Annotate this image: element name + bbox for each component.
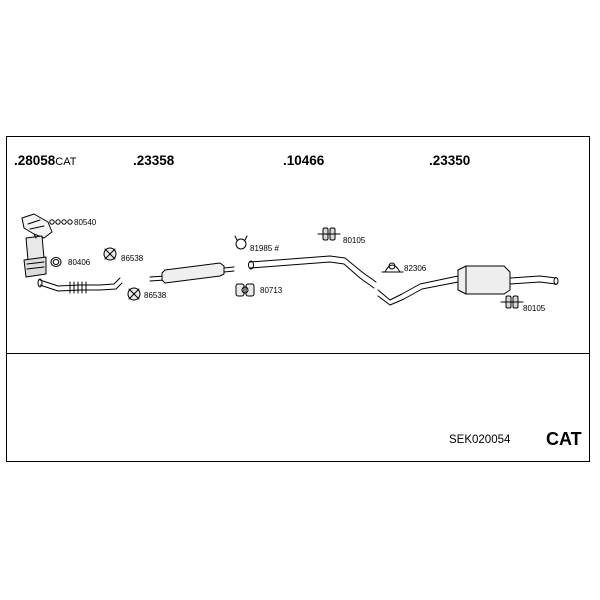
hanger-80713-drawing — [235, 283, 255, 297]
assembly-label-middle-pipe: .10466 — [283, 153, 324, 168]
assembly-label-catalyst: .28058CAT — [14, 153, 76, 168]
assembly-number: .23350 — [429, 153, 471, 168]
diagram-frame — [6, 136, 590, 462]
clamp-82306-drawing — [381, 262, 404, 273]
assembly-label-rear-silencer: .23350 — [429, 153, 470, 168]
part-ref-86538-upper: 86538 — [121, 254, 144, 263]
assembly-label-front-pipe: .23358 — [133, 153, 174, 168]
part-ref-80105-lower: 80105 — [523, 304, 546, 313]
part-ref-86538-lower: 86538 — [144, 291, 167, 300]
front-pipe-drawing — [37, 277, 123, 294]
middle-pipe-drawing — [248, 255, 377, 289]
rear-silencer-drawing — [377, 265, 559, 306]
ring-80406-drawing — [50, 257, 62, 267]
clamp-81985-drawing — [234, 235, 248, 250]
catalytic-converter-drawing — [21, 213, 53, 278]
clamp-86538-upper-drawing — [103, 247, 117, 261]
clamp-86538-lower-drawing — [127, 287, 141, 301]
part-ref-80406: 80406 — [68, 258, 91, 267]
part-ref-82306: 82306 — [404, 264, 427, 273]
part-ref-80540: 80540 — [74, 218, 97, 227]
assembly-number: .28058 — [14, 153, 56, 168]
catalyst-type-label: CAT — [546, 429, 582, 449]
assembly-number: .23358 — [133, 153, 175, 168]
exhaust-set-code: SEK020054 — [449, 434, 511, 446]
part-ref-80105-upper: 80105 — [343, 236, 366, 245]
gasket-80540-drawing — [49, 219, 73, 225]
assembly-suffix: CAT — [55, 156, 77, 168]
hanger-80105-lower-drawing — [500, 295, 524, 309]
frame-divider — [6, 353, 590, 354]
middle-silencer-drawing — [149, 262, 235, 284]
assembly-number: .10466 — [283, 153, 325, 168]
hanger-80105-upper-drawing — [317, 227, 341, 241]
part-ref-80713: 80713 — [260, 286, 283, 295]
part-ref-81985: 81985 # — [250, 244, 279, 253]
